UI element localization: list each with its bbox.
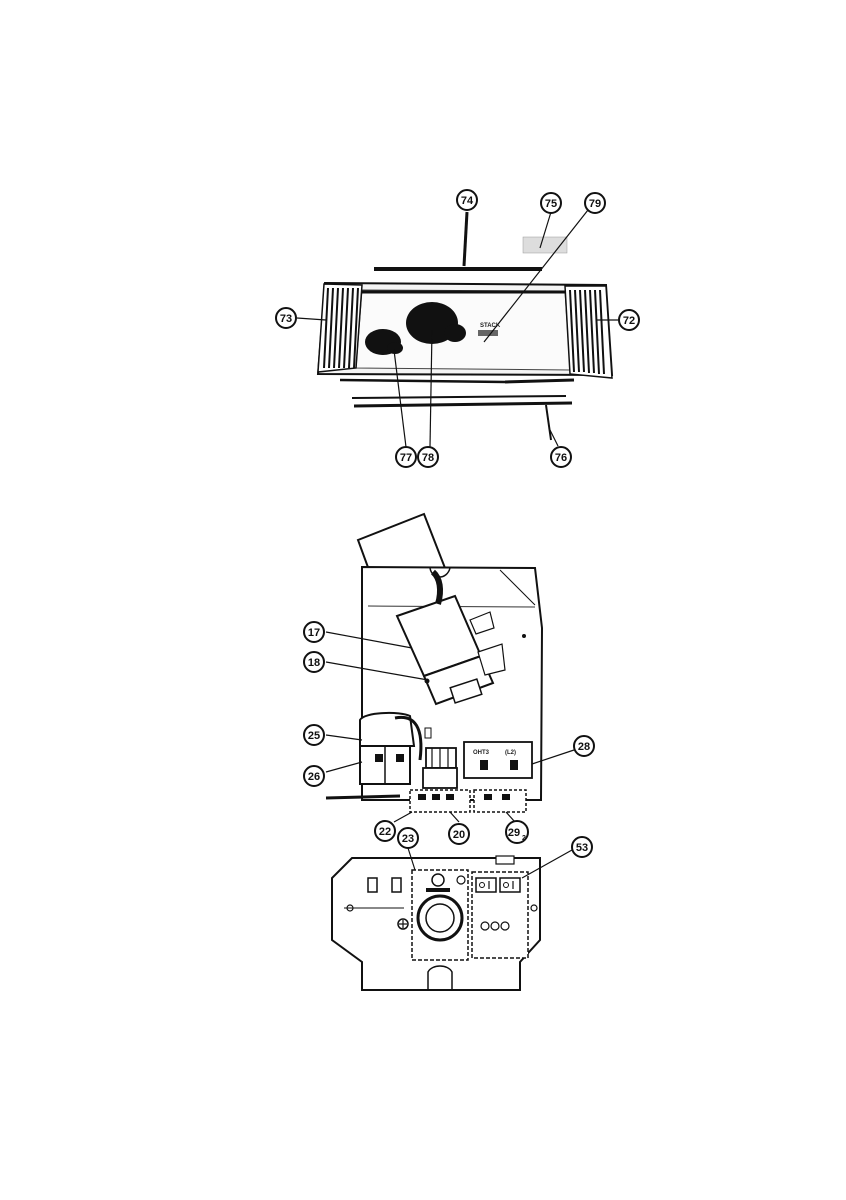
top-leader-lines [296, 209, 618, 448]
svg-text:26: 26 [308, 771, 320, 783]
callout-77: 77 [395, 446, 417, 468]
svg-text:28: 28 [578, 741, 590, 753]
base-rail [325, 794, 401, 800]
terminal-block-28 [463, 741, 533, 779]
small-burner-77b [387, 342, 403, 354]
terminal-screw-c [500, 921, 510, 931]
callout-78: 78 [417, 446, 439, 468]
callout-22: 22 [374, 820, 396, 842]
callout-28: 28 [573, 735, 595, 757]
terminal-screw-a [480, 921, 490, 931]
housing-screw [456, 875, 466, 885]
right-end-grille [564, 285, 613, 379]
mount-hole-right [530, 904, 538, 912]
callout-17: 17 [303, 621, 325, 643]
slot-left-b [391, 877, 402, 893]
relay-26-terminal-b [396, 754, 404, 762]
control-knob-stem [449, 678, 483, 704]
left-end-grille [317, 283, 363, 373]
front-trim-lower [351, 395, 567, 399]
base-plate-assembly [331, 855, 541, 991]
svg-text:20: 20 [453, 829, 465, 841]
switch-53-left [475, 877, 497, 893]
control-bracket-assembly: OHT3 (L2) [325, 512, 544, 813]
svg-text:53: 53 [576, 842, 588, 854]
drain-opening-inner [425, 903, 455, 933]
relay-25 [359, 711, 416, 747]
callout-75: 75 [540, 192, 562, 214]
callout-74: 74 [456, 189, 478, 211]
callout-73: 73 [275, 307, 297, 329]
screw-76 [545, 404, 552, 441]
coil-switch [425, 747, 457, 769]
svg-text:78: 78 [422, 452, 434, 464]
callout-26: 26 [303, 765, 325, 787]
top-right-tab [495, 855, 515, 865]
stack-plate [478, 330, 498, 336]
svg-text:17: 17 [308, 627, 320, 639]
relay-tab [424, 727, 432, 739]
terminal-post-a [480, 760, 488, 770]
callout-53: 53 [571, 836, 593, 858]
front-trim-upper [339, 378, 506, 384]
svg-text:79: 79 [589, 198, 601, 210]
switch-block [422, 767, 458, 789]
svg-text:72: 72 [623, 315, 635, 327]
terminal-screw-b [490, 921, 500, 931]
svg-text:29: 29 [508, 827, 520, 839]
svg-text:73: 73 [280, 313, 292, 325]
top-trim-strip [374, 267, 542, 271]
indicator-bar [426, 888, 450, 892]
wire-hose [430, 569, 444, 605]
connector-strip-29 [473, 789, 527, 813]
svg-text:76: 76 [555, 452, 567, 464]
stack-label: STACK [480, 323, 501, 329]
top-indicator [431, 873, 445, 887]
terminal-label-left: OHT3 [473, 750, 490, 756]
screw-74 [462, 211, 469, 267]
callout-72: 72 [618, 309, 640, 331]
terminal-post-b [510, 760, 518, 770]
control-shaft-18 [422, 654, 495, 706]
svg-text:18: 18 [308, 657, 320, 669]
callout-79: 79 [584, 192, 606, 214]
callout-25: 25 [303, 724, 325, 746]
relay-cover [394, 715, 423, 761]
connector-strip-20 [409, 789, 471, 813]
front-trim-right [504, 378, 575, 384]
rear-bracket-75 [522, 236, 568, 254]
large-burner-78b [444, 324, 466, 342]
svg-text:2: 2 [522, 835, 526, 842]
bracket-hole [522, 634, 526, 638]
switch-53-right [499, 877, 521, 893]
control-tab [469, 611, 495, 635]
svg-text:22: 22 [379, 826, 391, 838]
svg-text:77: 77 [400, 452, 412, 464]
base-notch [427, 965, 453, 990]
bottom-leader-lines [407, 847, 573, 879]
top-panel-assembly: STACK [316, 211, 614, 441]
terminal-label-right: (L2) [505, 750, 516, 756]
svg-text:74: 74 [461, 195, 474, 207]
callout-20: 20 [448, 823, 470, 845]
callout-76: 76 [550, 446, 572, 468]
control-connector [477, 643, 506, 676]
middle-leader-lines [325, 631, 575, 823]
callout-23: 23 [397, 827, 419, 849]
front-trim-bottom [353, 401, 573, 408]
callout-18: 18 [303, 651, 325, 673]
svg-text:25: 25 [308, 730, 320, 742]
bracket-fold [499, 569, 536, 606]
callout-29-2: 29 2 [505, 820, 529, 844]
svg-text:75: 75 [545, 198, 557, 210]
relay-26-terminal [375, 754, 383, 762]
slot-left-a [367, 877, 378, 893]
svg-text:23: 23 [402, 833, 414, 845]
